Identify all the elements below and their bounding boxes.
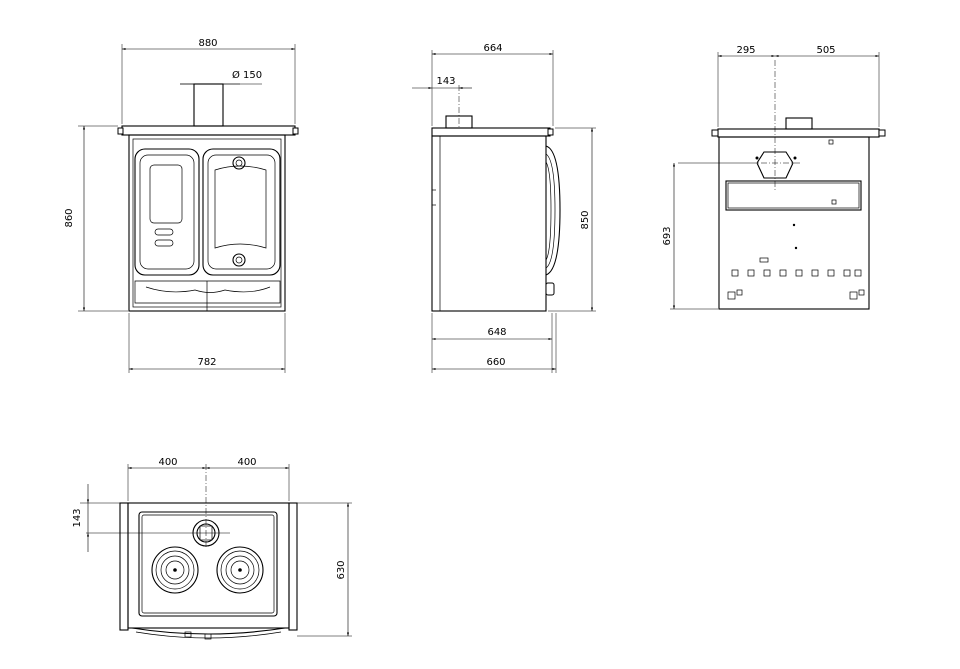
rear-right-offset-label: 505	[816, 45, 835, 56]
side-door-profile	[545, 145, 561, 276]
front-width-top-label: 880	[198, 38, 217, 49]
rear-vent-row	[727, 269, 865, 300]
top-body	[127, 502, 290, 629]
top-flue-offset-label: 143	[72, 508, 83, 527]
rear-flue-height-label: 693	[662, 226, 673, 245]
side-body	[431, 135, 547, 312]
thermometer-icon	[232, 156, 246, 170]
rear-view: 295 505 693	[662, 45, 886, 310]
front-width-bottom-label: 782	[197, 357, 216, 368]
front-height-label: 860	[64, 208, 75, 227]
top-front-rail	[131, 627, 286, 635]
rear-left-offset-label: 295	[736, 45, 755, 56]
side-height-label: 850	[580, 210, 591, 229]
top-right-width-label: 400	[237, 457, 256, 468]
side-flue-offset-label: 143	[436, 76, 455, 87]
side-depth-top-label: 664	[483, 43, 502, 54]
top-depth-label: 630	[336, 560, 347, 579]
firebox-door	[134, 148, 200, 276]
hob-ring-left	[151, 546, 199, 594]
top-left-width-label: 400	[158, 457, 177, 468]
top-right-rail	[288, 502, 298, 631]
front-view: 880 Ø 150 860 782	[64, 38, 299, 373]
side-view: 664 143 850 648 660	[412, 43, 596, 373]
front-flue-pipe	[193, 83, 224, 127]
rear-panel	[725, 180, 862, 211]
front-cooktop	[121, 125, 296, 136]
rear-flue-outlet	[756, 151, 794, 179]
top-view: 400 400 143 630	[72, 457, 352, 640]
rear-body	[718, 136, 870, 310]
oven-door	[202, 148, 281, 276]
rear-flue-collar	[785, 117, 813, 130]
hob-ring-right	[216, 546, 264, 594]
top-cooktop-plate	[138, 511, 278, 617]
front-flue-diameter-label: Ø 150	[232, 69, 262, 81]
side-cooktop	[431, 127, 551, 137]
side-depth-bottom-label: 660	[486, 357, 505, 368]
side-depth-inner-label: 648	[487, 327, 506, 338]
top-left-rail	[119, 502, 129, 631]
rear-cooktop	[717, 128, 880, 138]
